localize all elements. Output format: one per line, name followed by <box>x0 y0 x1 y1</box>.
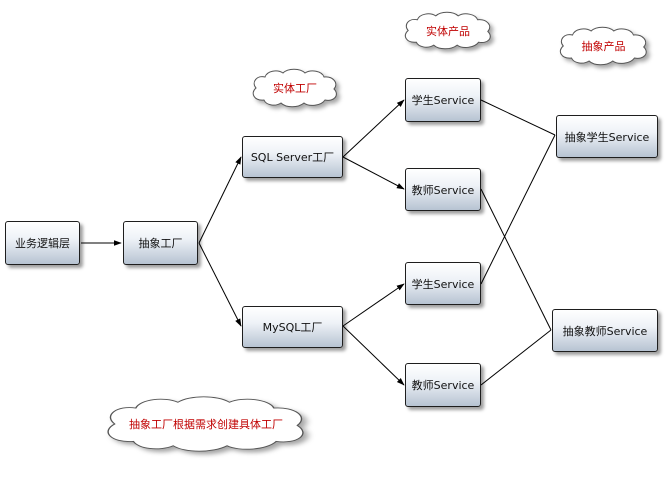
arrow-mysql-to-student-service <box>342 283 405 327</box>
arrow-mysql-to-teacher-service <box>342 325 405 386</box>
cloud-abstract-product: 抽象产品 <box>555 26 652 66</box>
cloud-shape-icon <box>404 11 491 50</box>
cloud-shape-icon <box>559 26 647 66</box>
node-teacher-service-mysql-label: 教师Service <box>411 379 475 392</box>
cloud-shape-icon <box>107 396 304 452</box>
cloud-concrete-product: 实体产品 <box>400 11 496 50</box>
node-mysql-factory-label: MySQL工厂 <box>262 321 323 334</box>
cloud-concrete-factory: 实体工厂 <box>248 68 342 108</box>
node-sqlserver-factory-label: SQL Server工厂 <box>250 151 335 164</box>
node-abstract-teacher-service[interactable]: 抽象教师Service <box>552 309 658 352</box>
line-teacher-service-1-to-abstract-teacher <box>480 188 552 331</box>
cloud-abstract-product-label: 抽象产品 <box>581 40 626 53</box>
cloud-concrete-factory-label: 实体工厂 <box>273 82 317 95</box>
node-sqlserver-factory[interactable]: SQL Server工厂 <box>242 136 343 178</box>
node-business-layer-label: 业务逻辑层 <box>15 237 70 250</box>
node-abstract-factory[interactable]: 抽象工厂 <box>123 221 198 265</box>
node-teacher-service-mysql[interactable]: 教师Service <box>405 363 481 407</box>
line-student-service-2-to-abstract-student <box>480 134 556 285</box>
node-teacher-service-sqlserver-label: 教师Service <box>411 183 475 197</box>
arrow-sqlserver-to-teacher-service <box>342 156 405 190</box>
line-teacher-service-2-to-abstract-teacher <box>480 329 552 386</box>
cloud-note: 抽象工厂根据需求创建具体工厂 <box>96 395 316 453</box>
node-student-service-sqlserver[interactable]: 学生Service <box>405 78 481 122</box>
arrow-abstract-factory-to-mysql-factory <box>198 242 242 327</box>
node-mysql-factory[interactable]: MySQL工厂 <box>242 306 343 348</box>
node-teacher-service-sqlserver[interactable]: 教师Service <box>405 168 481 211</box>
node-business-layer[interactable]: 业务逻辑层 <box>5 221 80 265</box>
node-student-service-mysql-label: 学生Service <box>411 277 475 291</box>
cloud-concrete-product-label: 实体产品 <box>426 24 470 38</box>
cloud-note-label: 抽象工厂根据需求创建具体工厂 <box>129 418 283 431</box>
arrow-sqlserver-to-student-service <box>342 99 405 158</box>
arrow-abstract-factory-to-sqlserver-factory <box>198 156 242 244</box>
cloud-shape-icon <box>252 68 337 108</box>
node-student-service-mysql[interactable]: 学生Service <box>405 262 481 305</box>
node-abstract-factory-label: 抽象工厂 <box>138 237 183 250</box>
node-abstract-student-service[interactable]: 抽象学生Service <box>556 115 658 158</box>
node-abstract-student-service-label: 抽象学生Service <box>564 130 650 144</box>
node-student-service-sqlserver-label: 学生Service <box>411 94 475 107</box>
line-student-service-1-to-abstract-student <box>480 99 556 136</box>
node-abstract-teacher-service-label: 抽象教师Service <box>562 324 648 338</box>
